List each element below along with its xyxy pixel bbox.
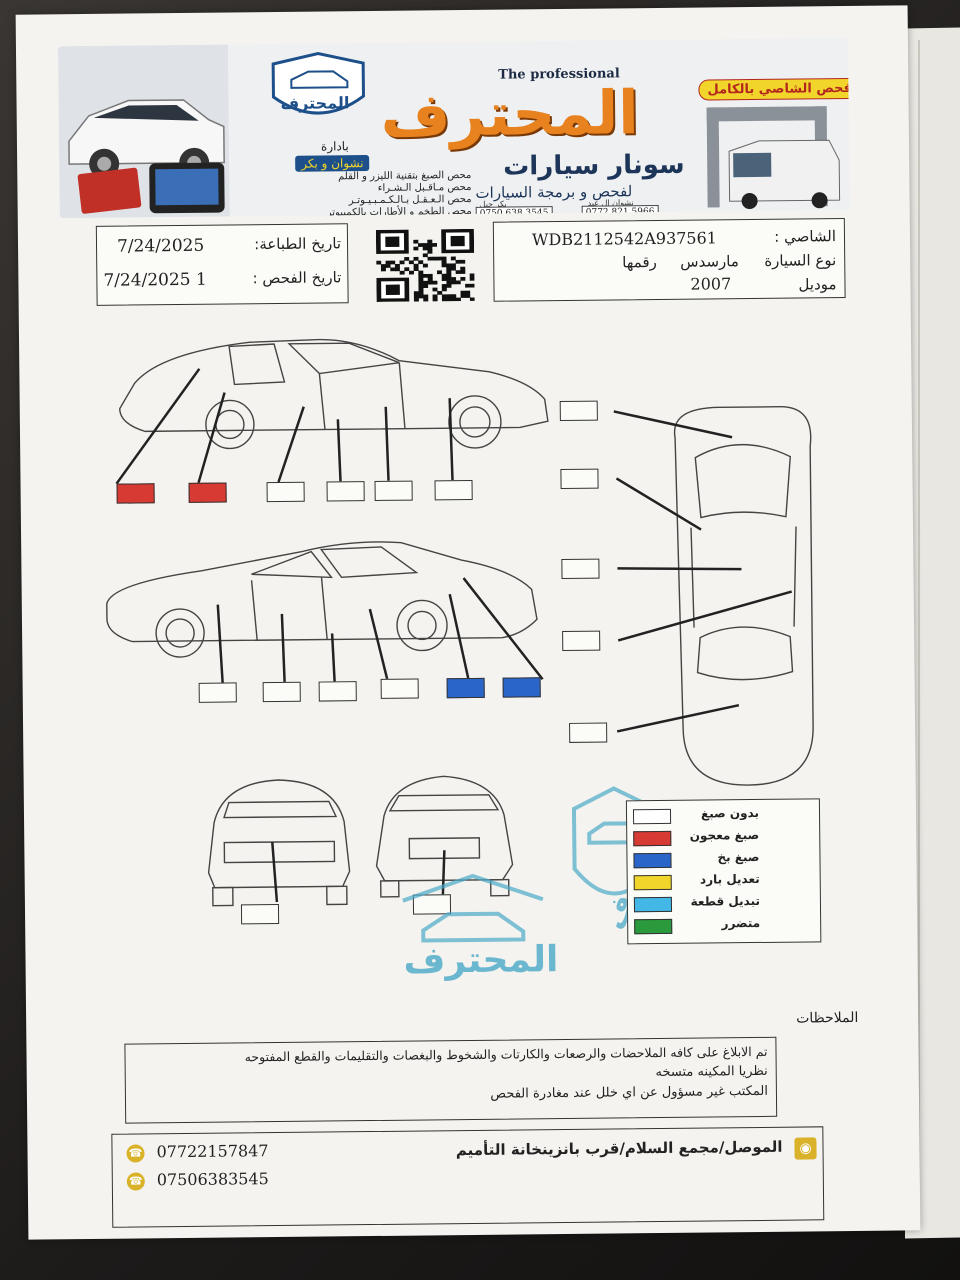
panel-box-front-door[interactable] bbox=[374, 480, 413, 501]
panel-box-windshield[interactable] bbox=[562, 630, 601, 652]
inspect-date-value: 7/24/2025 1 bbox=[103, 269, 207, 291]
model-label: موديل bbox=[798, 275, 837, 294]
legend-swatch-cold-fix bbox=[633, 874, 672, 891]
brand-subtitle: سونار سيارات bbox=[503, 149, 685, 182]
legend-swatch-no-paint bbox=[632, 808, 672, 825]
car-side-view-right bbox=[106, 541, 538, 658]
footer-phone-2[interactable]: 07506383545 bbox=[156, 1169, 269, 1190]
car-type-label: نوع السيارة bbox=[764, 251, 837, 270]
car-side-view-left bbox=[119, 338, 549, 450]
services-list: محص الصبغ بتقنية الليزر و القلم محص مـاق… bbox=[271, 170, 472, 219]
footer-address: الموصل/مجمع السلام/قرب بانزينخانة التأمي… bbox=[455, 1137, 783, 1160]
panel-box-trunk-side[interactable] bbox=[502, 677, 541, 698]
service-item: محص الطخم و الأطارات بالكمبيوتر bbox=[326, 205, 472, 219]
panel-box-right-front-door[interactable] bbox=[262, 681, 301, 703]
panel-box-rear-door[interactable] bbox=[266, 481, 305, 503]
legend-label: بدون صبغ bbox=[700, 805, 760, 821]
qr-code[interactable] bbox=[375, 228, 475, 302]
notes-line-3: المكتب غير مسؤول عن اي خلل عند مغادرة ال… bbox=[490, 1083, 769, 1102]
panel-box-right-fender[interactable] bbox=[198, 682, 237, 703]
brand-logo bbox=[271, 52, 365, 115]
header-banner: المحترف بادارة نشوان و بكر محص الصبغ بتق… bbox=[57, 37, 850, 219]
notes-line-1-box: تم الابلاغ على كافه الملاحضات والرصعات و… bbox=[244, 1043, 768, 1065]
legend-label: صبغ بخ bbox=[717, 849, 760, 865]
managers-name: نشوان و بكر bbox=[295, 155, 370, 172]
chassis-value: WDB2112542A937561 bbox=[531, 228, 718, 250]
management-label: بادارة bbox=[320, 139, 349, 154]
model-value: 2007 bbox=[690, 274, 732, 294]
legend-swatch-spray bbox=[633, 852, 672, 869]
car-top-view bbox=[673, 406, 814, 786]
banner-phone-1: 0750 638 3545 bbox=[475, 206, 553, 219]
location-pin-icon: ◉ bbox=[794, 1137, 817, 1160]
folder-edge bbox=[918, 40, 920, 1200]
suv-photo bbox=[57, 44, 230, 219]
legend-swatch-replaced bbox=[633, 896, 673, 913]
brand-title: المحترف bbox=[380, 78, 640, 151]
car-rear-view bbox=[207, 779, 351, 907]
legend-label: تعديل بارد bbox=[699, 871, 760, 887]
footer-box: ◉ الموصل/مجمع السلام/قرب بانزينخانة التأ… bbox=[111, 1126, 825, 1228]
panel-box-roof[interactable] bbox=[561, 558, 600, 580]
inspect-date-label: تاريخ الفحص : bbox=[252, 268, 342, 288]
footer-phone-1[interactable]: 07722157847 bbox=[156, 1141, 269, 1162]
panel-box-rear-bumper[interactable] bbox=[240, 903, 280, 925]
plate-label: رقمها bbox=[622, 253, 657, 272]
panel-box-b-pillar[interactable] bbox=[326, 481, 365, 502]
panel-box-rear-pillar[interactable] bbox=[560, 468, 599, 490]
inspection-report-sheet: المحترف بادارة نشوان و بكر محص الصبغ بتق… bbox=[15, 5, 921, 1240]
phone-icon: ☎ bbox=[126, 1172, 145, 1191]
panel-box-rear-door-upper[interactable] bbox=[188, 482, 227, 503]
dates-box: تاريخ الطباعة: 7/24/2025 تاريخ الفحص : 7… bbox=[95, 223, 349, 306]
stamp-text-lower: المحترف bbox=[403, 939, 559, 982]
legend-label: تبديل قطعة bbox=[690, 893, 761, 909]
inspection-gate-image bbox=[706, 106, 841, 210]
panel-box-trunk-lid[interactable] bbox=[559, 400, 598, 422]
leader-lines bbox=[115, 368, 793, 903]
notes-label: الملاحظات bbox=[796, 1009, 859, 1027]
print-date-label: تاريخ الطباعة: bbox=[254, 234, 342, 254]
car-damage-diagram bbox=[106, 338, 814, 907]
panel-box-front-fender[interactable] bbox=[434, 479, 473, 501]
chassis-label: الشاصي : bbox=[774, 227, 837, 246]
full-check-badge: فحص الشاصي بالكامل bbox=[698, 77, 850, 101]
panel-box-right-pillar[interactable] bbox=[318, 681, 357, 702]
panel-box-rear-quarter[interactable] bbox=[116, 483, 155, 504]
panel-box-hood[interactable] bbox=[569, 722, 608, 743]
panel-box-right-rear-door[interactable] bbox=[380, 678, 419, 699]
legend-label: صبغ معجون bbox=[689, 827, 760, 843]
legend-label: متضرر bbox=[721, 915, 761, 931]
panel-box-right-rear-quarter[interactable] bbox=[446, 677, 485, 699]
legend-swatch-damaged bbox=[634, 918, 673, 935]
brand-stamp-lower bbox=[402, 873, 544, 943]
banner-phone-2: 0772 821 5966 bbox=[581, 204, 659, 219]
notes-box: تم الابلاغ على كافه الملاحضات والرصعات و… bbox=[124, 1036, 778, 1124]
car-type-value: مارسدس bbox=[680, 252, 739, 271]
brand-logo-text: المحترف bbox=[280, 93, 350, 113]
legend-swatch-filler bbox=[633, 830, 672, 847]
vehicle-info-box: الشاصي : WDB2112542A937561 نوع السيارة م… bbox=[492, 218, 846, 302]
print-date-value: 7/24/2025 bbox=[116, 235, 205, 257]
notes-line-2: نظريا المكينه متسخه bbox=[655, 1063, 768, 1081]
paint-legend: بدون صبغ صبغ معجون صبغ بخ تعديل بارد تبد… bbox=[625, 798, 822, 945]
phone-icon: ☎ bbox=[126, 1144, 145, 1163]
